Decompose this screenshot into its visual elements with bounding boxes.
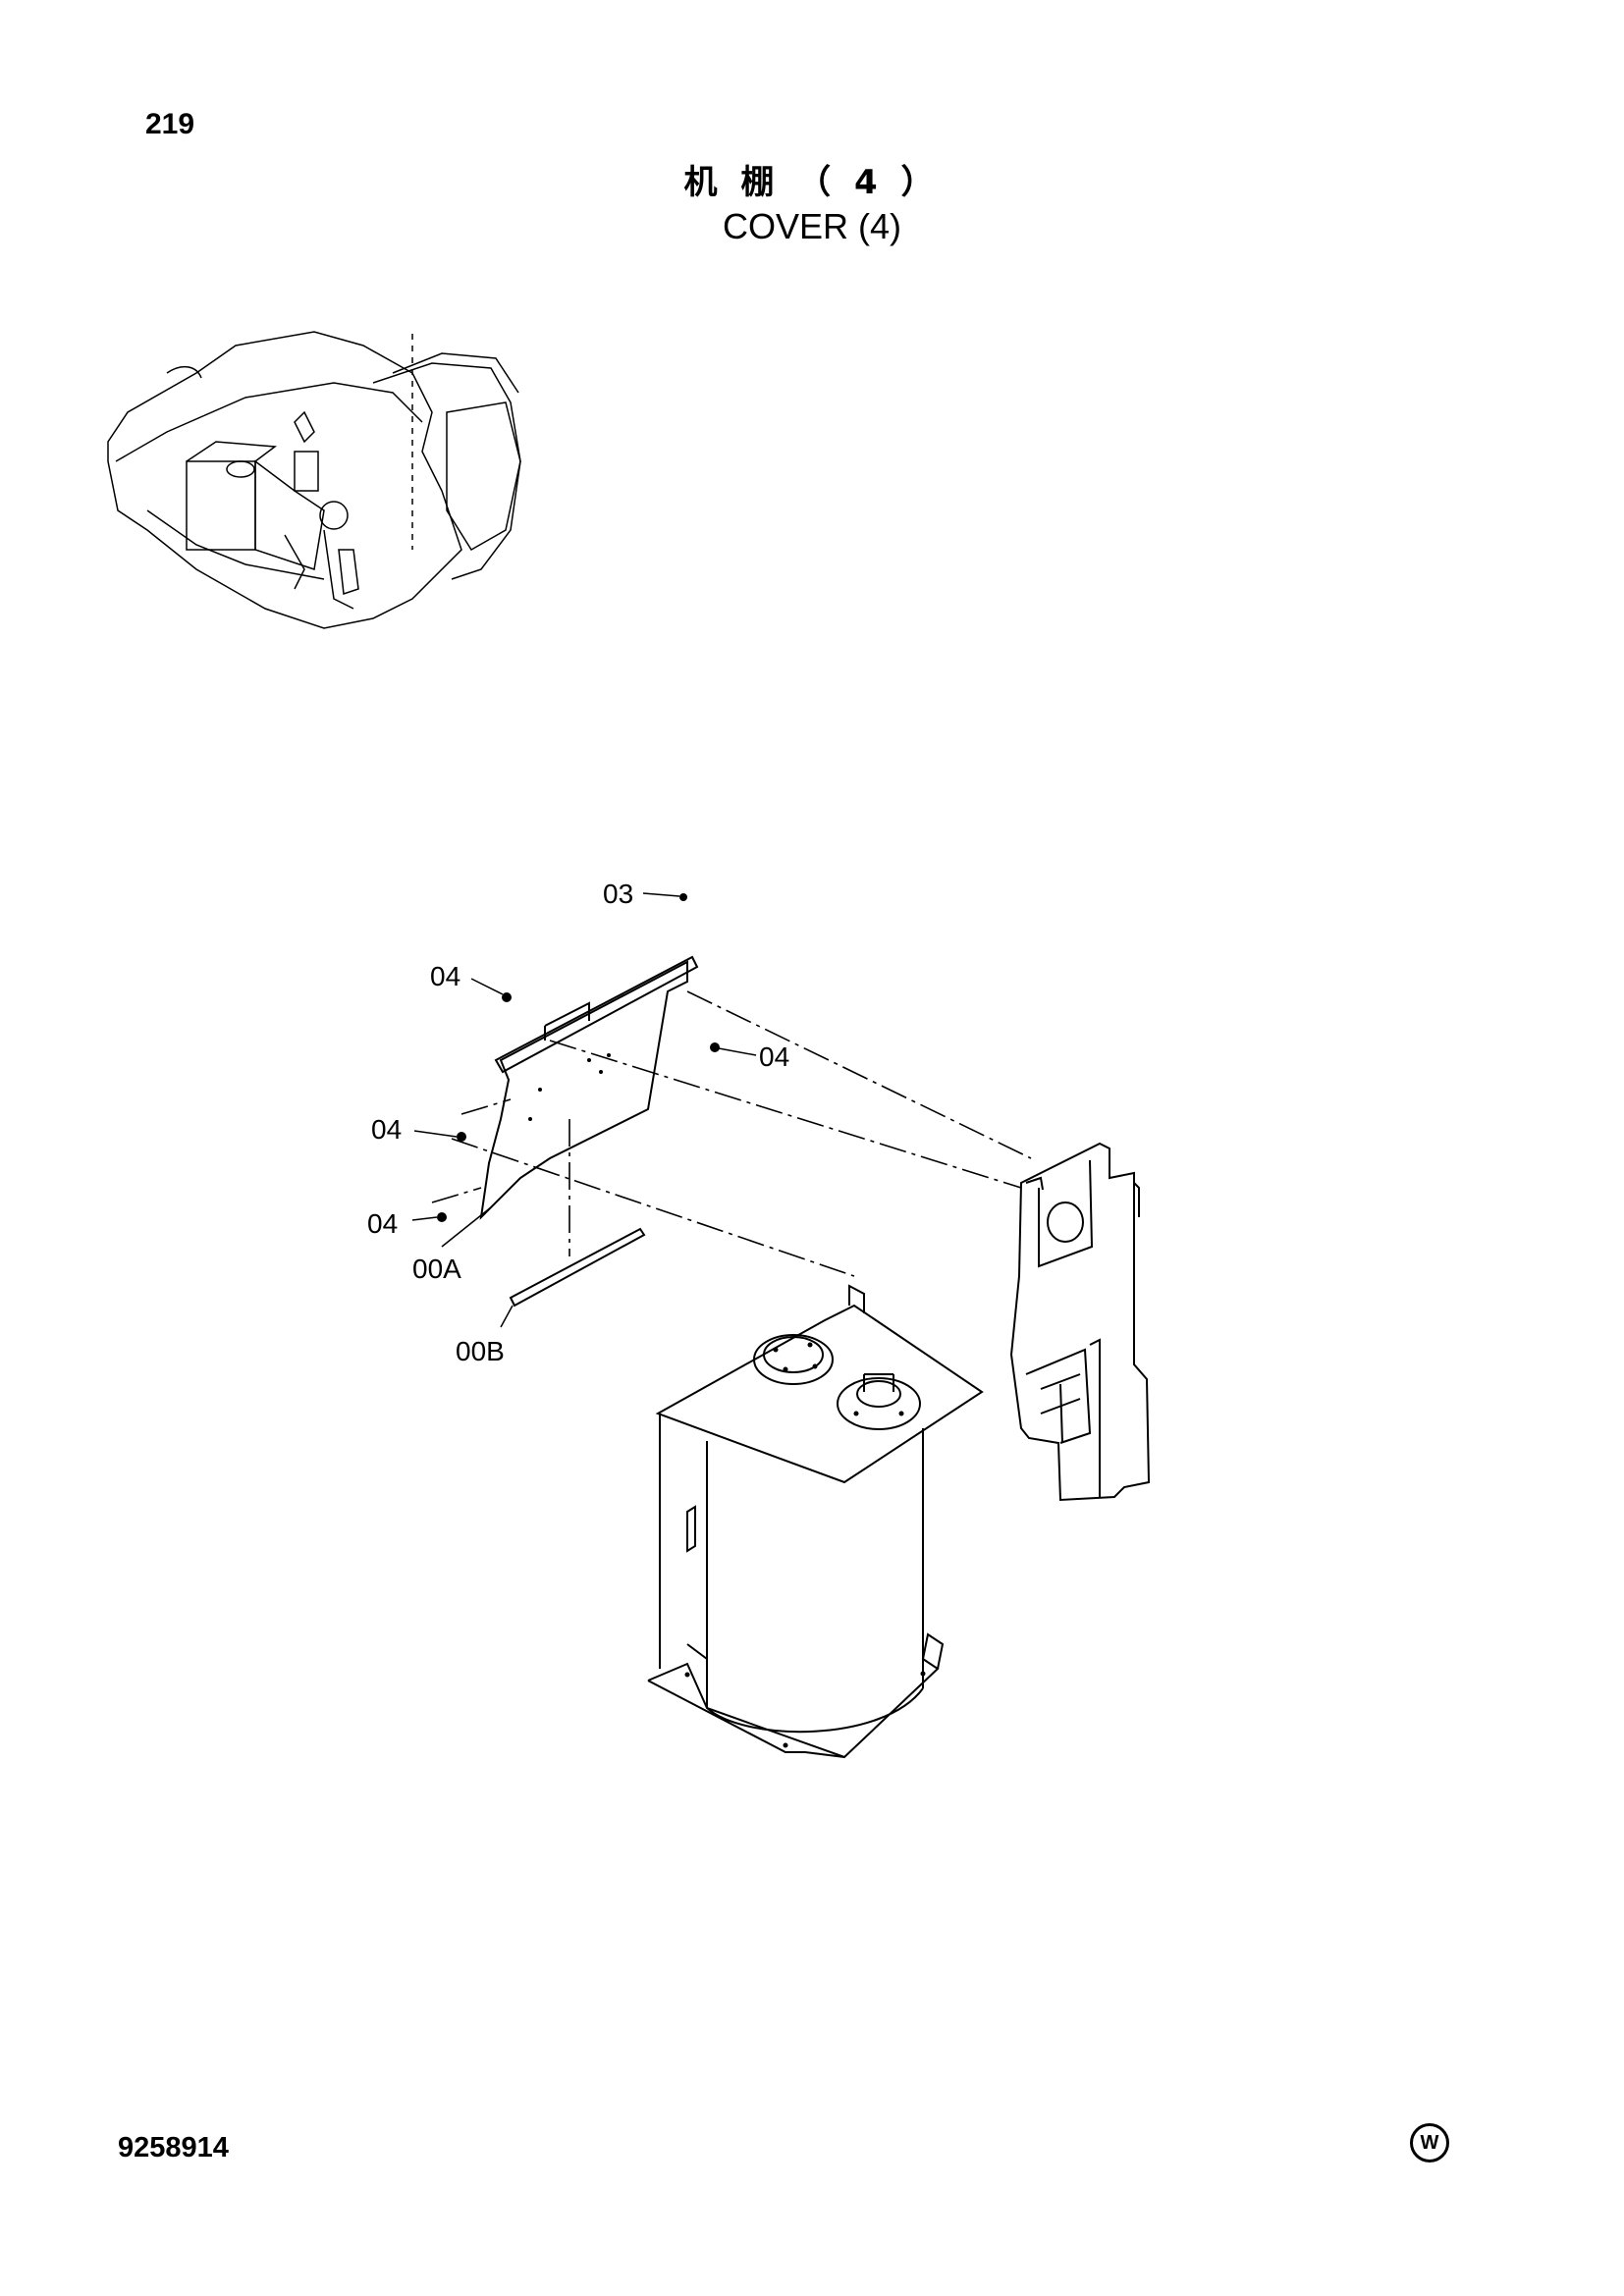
callout-03: 03	[603, 879, 633, 909]
title-english: COVER (4)	[722, 206, 902, 246]
bolt-icon	[679, 893, 687, 901]
callout-04-low: 04	[367, 1208, 398, 1239]
assembly-line-low	[451, 1138, 855, 1277]
leader-00B	[500, 1305, 514, 1328]
callout-00A: 00A	[412, 1254, 461, 1284]
callout-04-top: 04	[430, 961, 460, 991]
callout-00B: 00B	[456, 1336, 505, 1366]
cover-plate-00A	[479, 955, 699, 1220]
assembly-line-bracket	[460, 1098, 512, 1115]
strip-00B	[509, 1227, 646, 1308]
assembly-line-bracket-2	[431, 1187, 482, 1203]
overview-thumbnail	[107, 331, 521, 629]
w-mark: W	[1410, 2123, 1449, 2163]
callout-04-right: 04	[759, 1041, 789, 1072]
assembly-line-top	[686, 990, 1032, 1159]
leader-04-right	[718, 1047, 757, 1056]
callout-04-mid: 04	[371, 1114, 402, 1145]
frame-bracket	[1009, 1142, 1151, 1502]
bolt-icon	[710, 1042, 720, 1052]
leader-04-mid	[413, 1130, 458, 1138]
title-chinese: 机 棚 （ 4 ）	[683, 163, 941, 202]
hydraulic-tank	[647, 1284, 984, 1759]
leader-00A	[441, 1206, 492, 1248]
assembly-line-mid	[549, 1040, 1022, 1189]
bolt-icon	[437, 1212, 447, 1222]
page-number: 219	[145, 108, 195, 140]
document-number: 9258914	[118, 2132, 229, 2163]
leader-04-low	[411, 1216, 438, 1221]
leader-04-top	[470, 978, 504, 995]
leader-03	[642, 892, 680, 897]
bolt-icon	[457, 1132, 466, 1142]
bolt-icon	[502, 992, 512, 1002]
